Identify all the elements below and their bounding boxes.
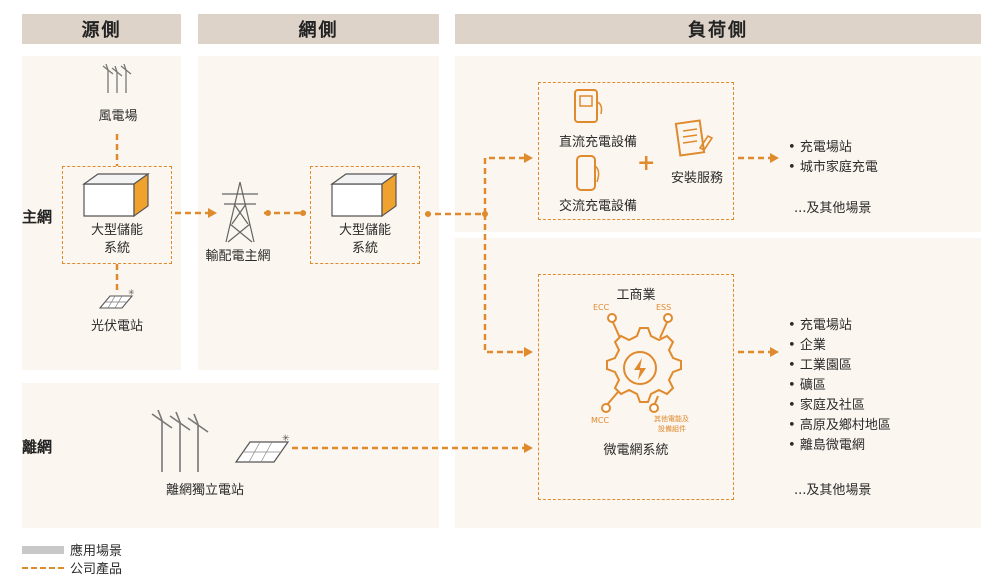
list-item: 高原及鄉村地區 [788, 416, 891, 436]
label-main-grid: 主網 [22, 208, 53, 226]
ac-charger-label: 交流充電設備 [558, 199, 637, 214]
panel-offgrid [22, 383, 439, 528]
dc-charger-label: 直流充電設備 [558, 135, 637, 150]
header-source: 源側 [22, 14, 181, 44]
transmission-grid-label: 輸配電主網 [205, 249, 271, 264]
source-storage-box [62, 166, 172, 264]
offgrid-station-label: 離網獨立電站 [165, 483, 244, 498]
list-item: 工業園區 [788, 356, 891, 376]
other-components-line1: 其他電能及 [654, 415, 689, 423]
panel-load-bottom [455, 238, 981, 528]
legend-product-label: 公司產品 [70, 562, 123, 577]
microgrid-title: 工商業 [616, 288, 656, 303]
grid-storage-line2: 系統 [351, 241, 378, 256]
legend-swatch-dashed [22, 566, 64, 569]
list-item: 城市家庭充電 [788, 158, 878, 178]
header-load: 負荷側 [455, 14, 981, 44]
grid-storage-box [310, 166, 420, 264]
legend-scenario-label: 應用場景 [70, 544, 123, 559]
top-more-label: ...及其他場景 [794, 201, 872, 216]
source-storage-line2: 系統 [103, 241, 130, 256]
header-grid: 網側 [198, 14, 439, 44]
storage-container-icon [330, 172, 398, 218]
list-item: 家庭及社區 [788, 396, 891, 416]
list-item: 充電場站 [788, 316, 891, 336]
ecc-label: ECC [593, 303, 610, 312]
solar-panel-icon: ✳ [98, 288, 135, 309]
microgrid-box [538, 274, 734, 500]
dc-charger-icon [574, 89, 603, 123]
solar-station-label: 光伏電站 [90, 319, 143, 334]
microgrid-gear-icon [601, 313, 682, 413]
install-service-label: 安裝服務 [670, 171, 723, 186]
list-item: 礦區 [788, 376, 891, 396]
svg-text:✳: ✳ [128, 288, 135, 297]
wind-turbine-icon [102, 64, 132, 93]
list-item: 企業 [788, 336, 891, 356]
grid-storage-line1: 大型儲能 [338, 223, 391, 238]
legend-scenario: 應用場景 [22, 540, 122, 559]
top-scenario-list: 充電場站 城市家庭充電 [788, 138, 878, 178]
bottom-more-label: ...及其他場景 [794, 483, 872, 498]
mcc-label: MCC [591, 416, 610, 425]
panel-load-top [455, 56, 981, 232]
list-item: 充電場站 [788, 138, 878, 158]
install-service-icon [674, 119, 714, 157]
plus-icon: + [637, 150, 656, 176]
microgrid-system-label: 微電網系統 [603, 443, 669, 458]
ess-label: ESS [656, 303, 672, 312]
charging-box [538, 82, 734, 220]
offgrid-solar-panel-icon: ✳ [234, 434, 290, 463]
wind-farm-label: 風電場 [98, 109, 138, 124]
panel-grid [198, 56, 439, 370]
source-storage-line1: 大型儲能 [90, 223, 143, 238]
ac-charger-icon [576, 155, 600, 191]
label-off-grid: 離網 [22, 438, 53, 456]
storage-container-icon [82, 172, 150, 218]
legend-swatch-gray [22, 545, 64, 554]
offgrid-wind-turbine-icon [151, 410, 209, 472]
legend-product: 公司產品 [22, 558, 122, 577]
bottom-scenario-list: 充電場站 企業 工業園區 礦區 家庭及社區 高原及鄉村地區 離島微電網 [788, 316, 891, 456]
list-item: 離島微電網 [788, 436, 891, 456]
transmission-tower-icon [222, 181, 258, 243]
other-components-line2: 設備組件 [658, 425, 686, 433]
svg-text:✳: ✳ [282, 434, 290, 444]
